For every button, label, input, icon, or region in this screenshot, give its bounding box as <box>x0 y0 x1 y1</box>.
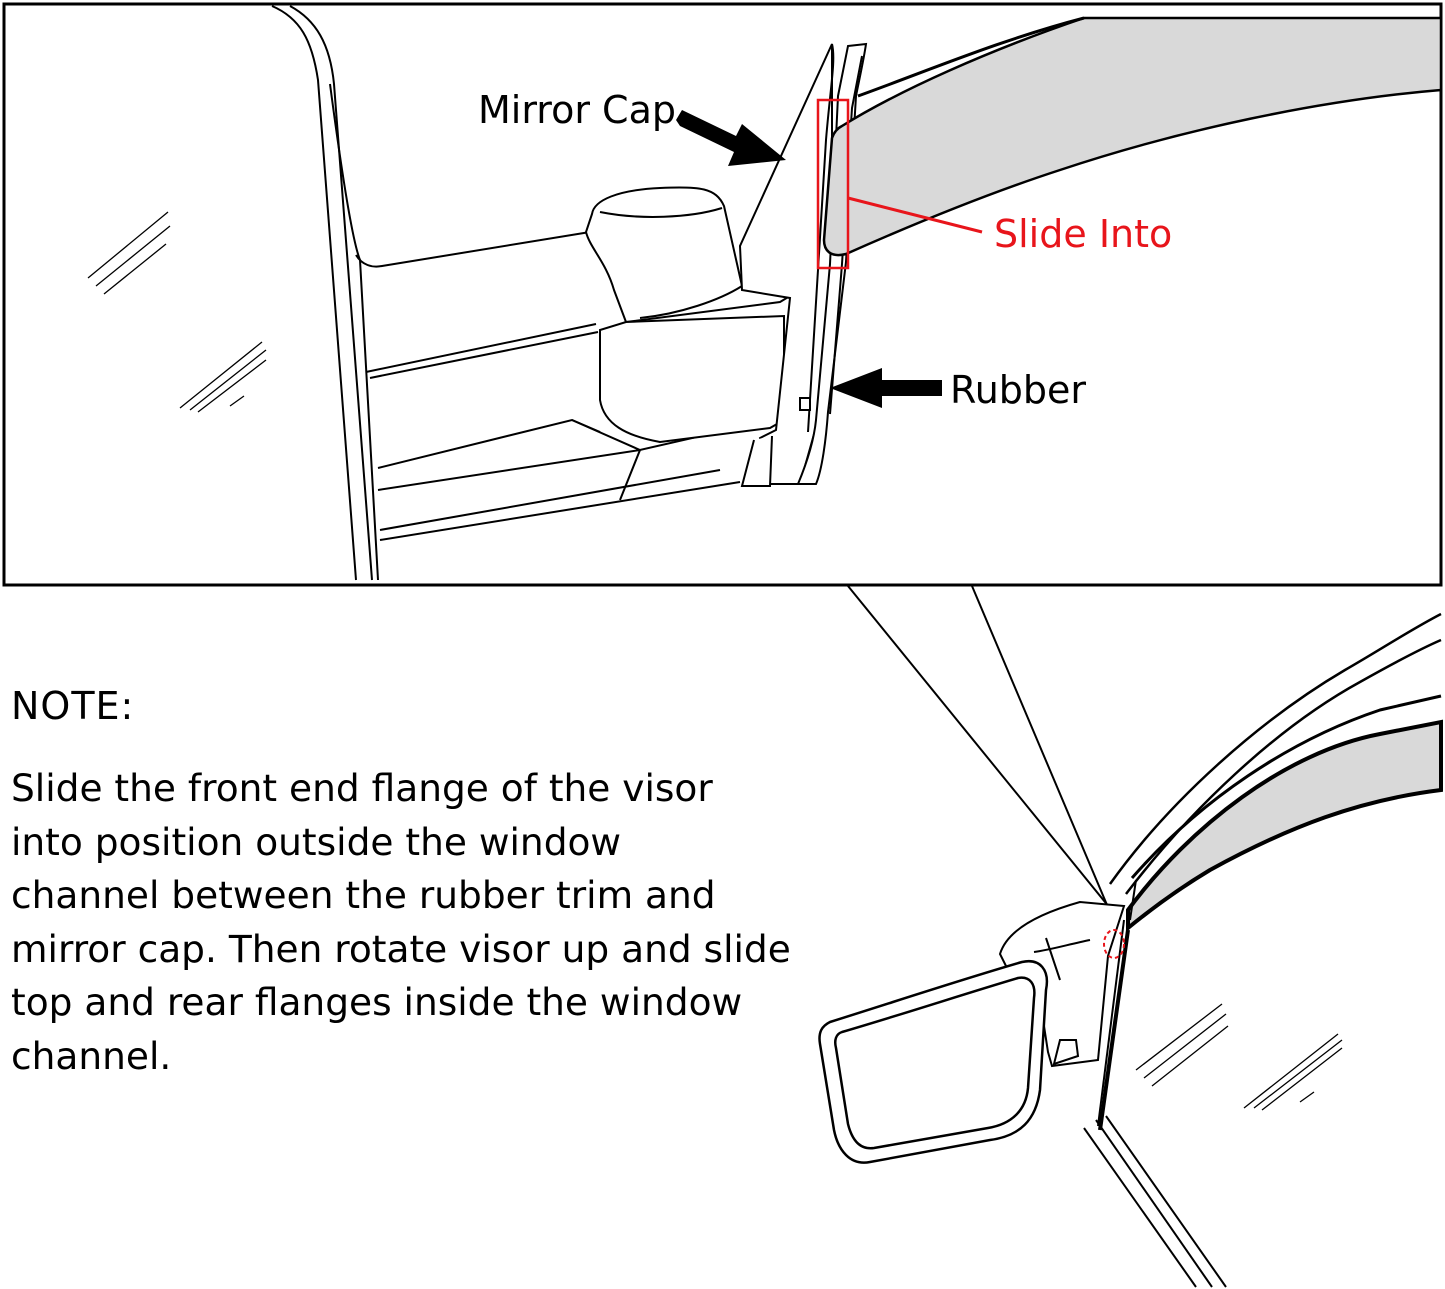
arrow-right-icon <box>676 110 786 166</box>
note-line: top and rear flanges inside the window <box>11 980 743 1024</box>
door-frame <box>271 5 379 581</box>
slide-into-leader <box>847 196 983 234</box>
mirror-glass <box>818 959 1049 1164</box>
note-line: channel. <box>11 1033 172 1078</box>
a-pillar <box>1083 879 1227 1288</box>
note-line: mirror cap. Then rotate visor up and sli… <box>11 926 791 971</box>
note-line: channel between the rubber trim and <box>11 873 716 917</box>
arrow-left-icon <box>830 368 942 408</box>
zoom-panel <box>2 2 1443 587</box>
visor-overview <box>1126 694 1443 933</box>
note-line: Slide the front end flange of the visor <box>11 766 713 810</box>
mirror-housing <box>584 186 793 444</box>
note-heading: NOTE: <box>11 684 135 728</box>
mirror-overview <box>998 900 1126 1068</box>
highlight-circle-icon <box>1103 929 1125 959</box>
slide-into-label: Slide Into <box>994 212 1173 256</box>
glass-reflection-overview-icon <box>1135 1003 1343 1111</box>
mirror-cap-label: Mirror Cap <box>478 88 676 132</box>
rubber-label: Rubber <box>950 368 1087 412</box>
highlight-box-icon <box>816 98 850 270</box>
visor-part <box>822 16 1443 257</box>
note-line: into position outside the window <box>11 819 622 864</box>
glass-reflection-icon <box>87 211 267 413</box>
note-body: Slide the front end flange of the visor … <box>11 762 801 1083</box>
zoom-connector <box>847 585 1119 919</box>
overview-drawing <box>818 612 1443 1288</box>
